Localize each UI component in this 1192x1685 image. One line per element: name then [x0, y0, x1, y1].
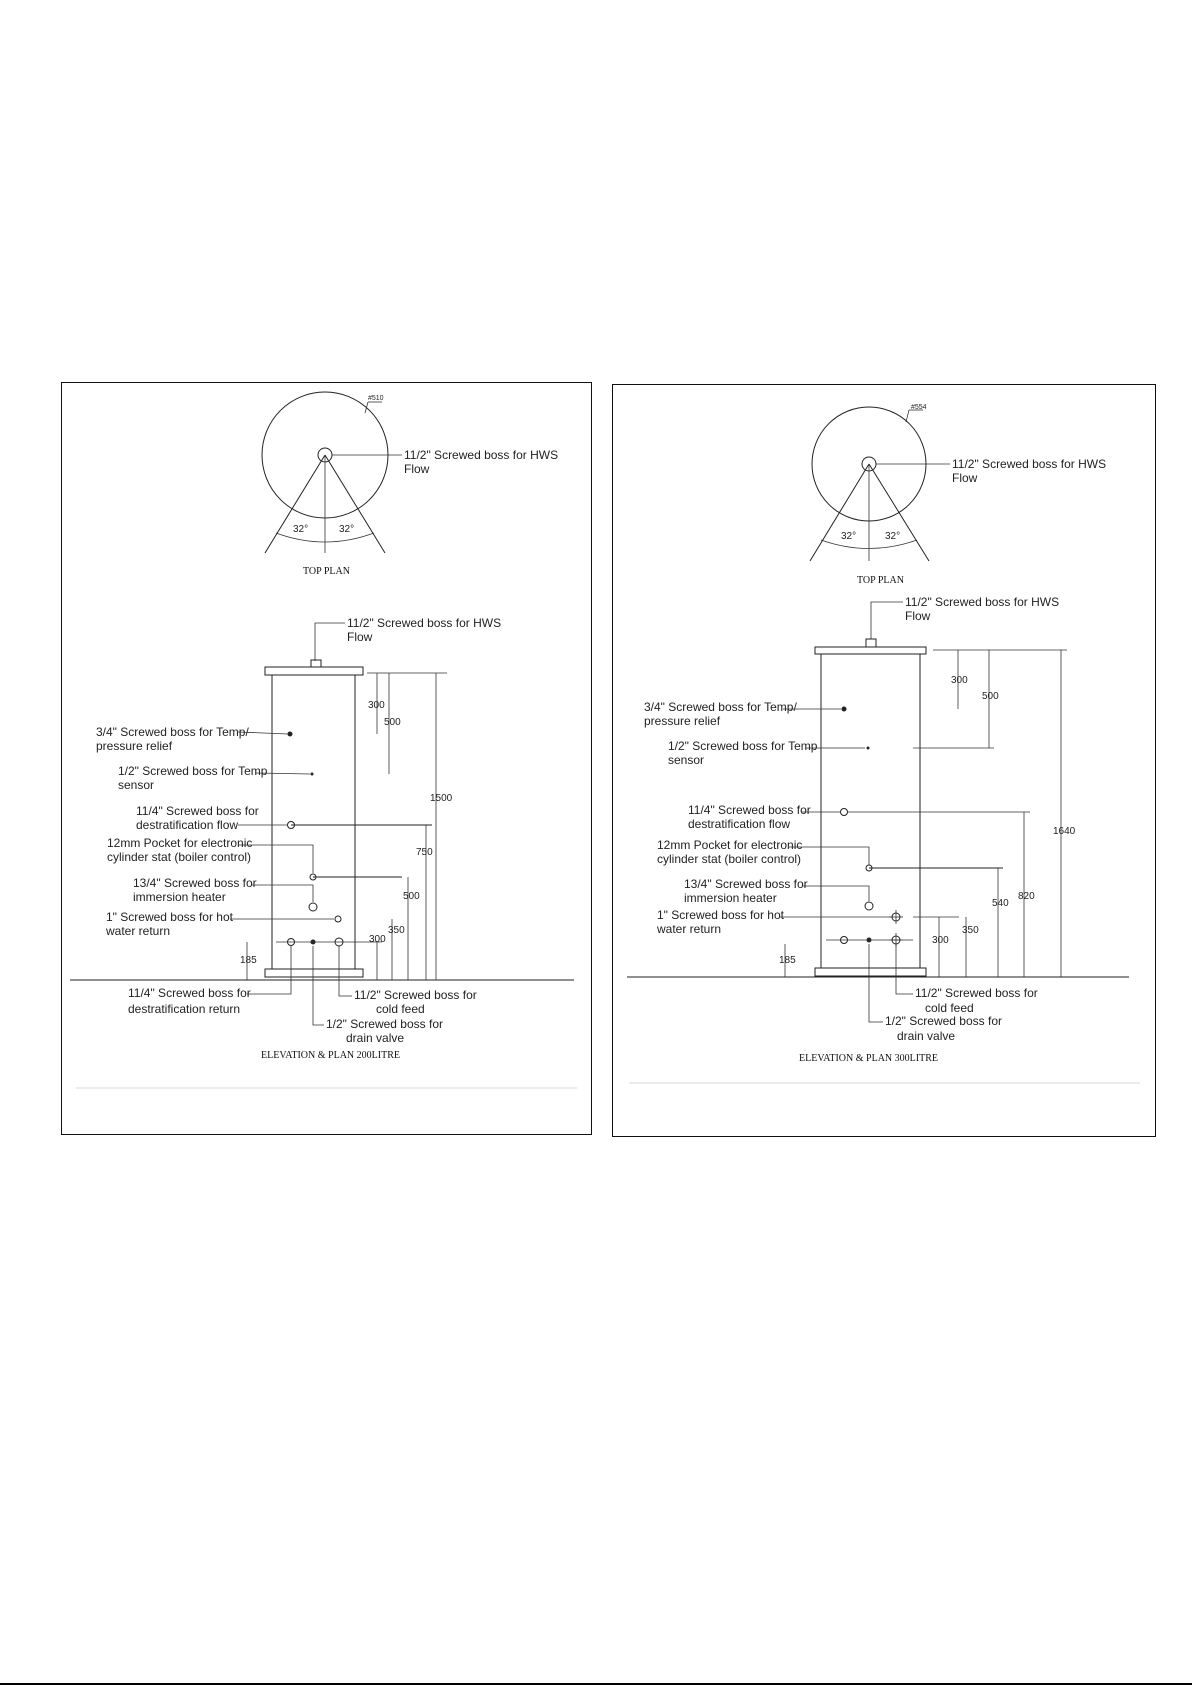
drawing-panel-300-litre: 32° 32° #554 11/2" Screwed boss for HWS …	[612, 384, 1156, 1137]
angle-left-label: 32°	[293, 524, 308, 535]
label-immersion-2: immersion heater	[133, 890, 226, 904]
cylinder-base	[264, 968, 364, 978]
label-temp-pressure-relief-2: pressure relief	[96, 739, 173, 753]
label-cold-feed: 11/2" Screwed boss for	[915, 986, 1038, 1000]
diameter-label: #554	[911, 404, 927, 411]
elev-hws-label: 11/2" Screwed boss for HWS	[347, 616, 501, 630]
dim-350: 350	[962, 925, 979, 936]
dim-300-bottom: 300	[932, 935, 949, 946]
dim-300-top: 300	[368, 700, 385, 711]
label-drain-valve-2: drain valve	[897, 1029, 955, 1043]
elevation-plan-200-drawing: 32° 32° #510 11/2" Screwed boss for HWS …	[70, 391, 577, 1089]
elevation-plan-300-drawing: 32° 32° #554 11/2" Screwed boss for HWS …	[627, 404, 1140, 1084]
cylinder-top-cap	[264, 666, 364, 676]
label-drain-valve-2: drain valve	[346, 1031, 404, 1045]
angle-right-label: 32°	[885, 531, 900, 542]
label-cold-feed-2: cold feed	[376, 1002, 425, 1016]
plan-hws-label-2: Flow	[952, 471, 978, 485]
label-temp-sensor: 1/2" Screwed boss for Temp	[118, 764, 268, 778]
drawing-title: ELEVATION & PLAN 300LITRE	[799, 1053, 938, 1064]
label-pocket: 12mm Pocket for electronic	[107, 836, 252, 850]
label-immersion: 13/4" Screwed boss for	[684, 877, 808, 891]
label-temp-pressure-relief-2: pressure relief	[644, 714, 721, 728]
drawing-title: ELEVATION & PLAN 200LITRE	[261, 1050, 400, 1061]
label-temp-sensor: 1/2" Screwed boss for Temp	[668, 739, 818, 753]
elev-hws-label: 11/2" Screwed boss for HWS	[905, 595, 1059, 609]
dim-540: 540	[992, 898, 1009, 909]
label-drain-valve: 1/2" Screwed boss for	[885, 1014, 1002, 1028]
label-cold-feed: 11/2" Screwed boss for	[354, 988, 477, 1002]
drawing-panel-200-litre: 32° 32° #510 11/2" Screwed boss for HWS …	[61, 382, 592, 1135]
label-temp-pressure-relief: 3/4" Screwed boss for Temp/	[96, 725, 249, 739]
label-pocket: 12mm Pocket for electronic	[657, 838, 802, 852]
dim-1500: 1500	[430, 793, 453, 804]
dim-820: 820	[1018, 891, 1035, 902]
dim-500-top: 500	[384, 717, 401, 728]
label-hot-water-return: 1" Screwed boss for hot	[106, 910, 234, 924]
label-temp-pressure-relief: 3/4" Screwed boss for Temp/	[644, 700, 797, 714]
angle-left-label: 32°	[841, 531, 856, 542]
label-immersion: 13/4" Screwed boss for	[133, 876, 257, 890]
label-destrat-return-2: destratification return	[128, 1002, 240, 1016]
label-temp-sensor-2: sensor	[668, 753, 704, 767]
dim-750: 750	[416, 847, 433, 858]
top-boss	[865, 638, 877, 648]
dim-185: 185	[779, 955, 796, 966]
label-temp-sensor-2: sensor	[118, 778, 154, 792]
diameter-label: #510	[368, 395, 384, 402]
label-destrat-flow: 11/4" Screwed boss for	[688, 803, 811, 817]
dim-300-bottom: 300	[369, 934, 386, 945]
dim-1640: 1640	[1053, 826, 1076, 837]
angle-right-label: 32°	[339, 524, 354, 535]
label-drain-valve: 1/2" Screwed boss for	[326, 1017, 443, 1031]
label-destrat-flow: 11/4" Screwed boss for	[136, 804, 259, 818]
dim-500-top: 500	[982, 691, 999, 702]
elev-hws-label-2: Flow	[347, 630, 373, 644]
plan-hws-label-2: Flow	[404, 462, 430, 476]
top-plan-title: TOP PLAN	[303, 566, 350, 577]
label-destrat-return: 11/4" Screwed boss for	[128, 986, 251, 1000]
label-destrat-flow-2: destratification flow	[136, 818, 238, 832]
dim-300-top: 300	[951, 675, 968, 686]
elev-hws-label-2: Flow	[905, 609, 931, 623]
top-boss	[310, 659, 322, 668]
label-immersion-2: immersion heater	[684, 891, 777, 905]
plan-hws-label: 11/2" Screwed boss for HWS	[952, 457, 1106, 471]
label-cold-feed-2: cold feed	[925, 1001, 974, 1015]
page-bottom-rule	[0, 1683, 1192, 1685]
cylinder-top-cap	[814, 646, 927, 655]
label-hot-water-return-2: water return	[656, 922, 721, 936]
label-destrat-flow-2: destratification flow	[688, 817, 790, 831]
dim-350: 350	[388, 925, 405, 936]
dim-185: 185	[240, 955, 257, 966]
label-pocket-2: cylinder stat (boiler control)	[107, 850, 251, 864]
label-pocket-2: cylinder stat (boiler control)	[657, 852, 801, 866]
plan-hws-label: 11/2" Screwed boss for HWS	[404, 448, 558, 462]
label-hot-water-return-2: water return	[105, 924, 170, 938]
label-hot-water-return: 1" Screwed boss for hot	[657, 908, 785, 922]
top-plan-title: TOP PLAN	[857, 575, 904, 586]
cylinder-base	[814, 967, 927, 977]
dim-500-mid: 500	[403, 891, 420, 902]
